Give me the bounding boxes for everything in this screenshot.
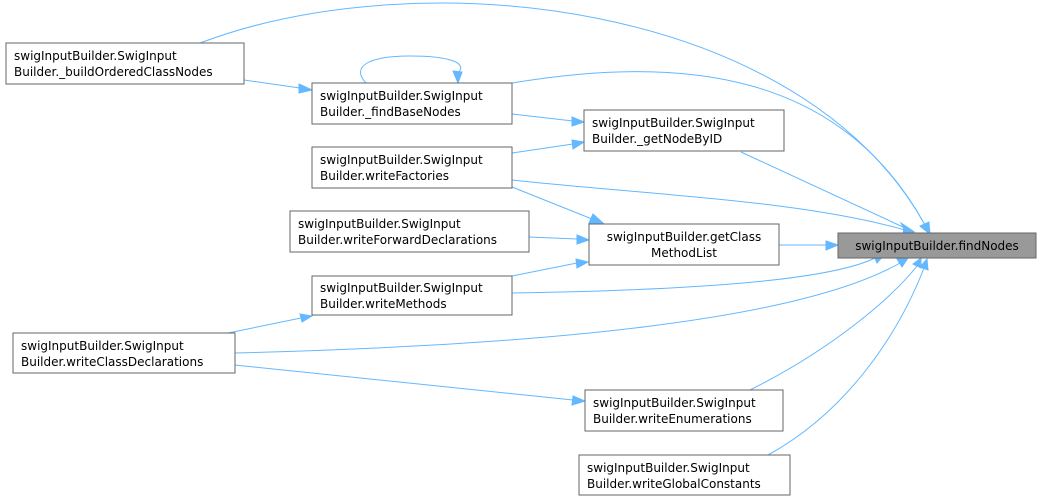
edge-buildOrderedClassNodes-to-findNodes [199,2,931,236]
node-writeForwardDeclarations-label-1: swigInputBuilder.SwigInput [298,217,461,231]
node-writeForwardDeclarations[interactable]: swigInputBuilder.SwigInput Builder.write… [289,210,530,253]
node-writeClassDeclarations[interactable]: swigInputBuilder.SwigInput Builder.write… [12,332,236,374]
node-findNodes[interactable]: swigInputBuilder.findNodes [837,232,1037,259]
node-getNodeByID-label-2: Builder._getNodeByID [592,132,722,146]
edge-writeMethods-to-getClassMethodList [511,258,590,277]
edge-writeGlobalConstants-to-findNodes [767,257,929,456]
nodes: swigInputBuilder.findNodes swigInputBuil… [5,42,1037,496]
node-writeGlobalConstants[interactable]: swigInputBuilder.SwigInput Builder.write… [578,454,791,496]
edges [199,2,931,456]
node-findBaseNodes-label-1: swigInputBuilder.SwigInput [320,89,483,103]
node-writeGlobalConstants-label-1: swigInputBuilder.SwigInput [587,461,750,475]
node-getClassMethodList-label-2: MethodList [651,246,717,260]
node-writeEnumerations-label-1: swigInputBuilder.SwigInput [593,396,756,410]
node-writeFactories-label-1: swigInputBuilder.SwigInput [320,153,483,167]
node-findBaseNodes[interactable]: swigInputBuilder.SwigInput Builder._find… [311,82,513,125]
node-findNodes-label: swigInputBuilder.findNodes [855,239,1019,253]
node-writeFactories-label-2: Builder.writeFactories [320,169,449,183]
node-writeFactories[interactable]: swigInputBuilder.SwigInput Builder.write… [311,146,513,189]
node-writeMethods-label-1: swigInputBuilder.SwigInput [320,281,483,295]
node-buildOrderedClassNodes-label-1: swigInputBuilder.SwigInput [14,49,177,63]
edge-findBaseNodes-to-findNodes [511,71,930,235]
node-writeEnumerations-label-2: Builder.writeEnumerations [593,412,752,426]
edge-getNodeByID-to-findNodes [740,151,915,232]
edge-writeFactories-to-getClassMethodList [511,186,605,224]
node-buildOrderedClassNodes[interactable]: swigInputBuilder.SwigInput Builder._buil… [5,42,245,85]
node-findBaseNodes-label-2: Builder._findBaseNodes [320,105,461,119]
node-writeEnumerations[interactable]: swigInputBuilder.SwigInput Builder.write… [584,389,784,432]
edge-writeFactories-to-getNodeByID [511,139,586,154]
node-writeForwardDeclarations-label-2: Builder.writeForwardDeclarations [298,233,497,247]
node-writeMethods[interactable]: swigInputBuilder.SwigInput Builder.write… [311,275,513,316]
edge-writeForwardDeclarations-to-getClassMethodList [528,234,591,245]
edge-writeClassDeclarations-to-writeEnumerations [234,364,587,406]
node-writeMethods-label-2: Builder.writeMethods [320,297,447,311]
node-buildOrderedClassNodes-label-2: Builder._buildOrderedClassNodes [14,65,213,79]
node-writeClassDeclarations-label-1: swigInputBuilder.SwigInput [21,339,184,353]
node-writeGlobalConstants-label-2: Builder.writeGlobalConstants [587,477,761,491]
edge-writeClassDeclarations-to-writeMethods [227,313,314,334]
node-getClassMethodList[interactable]: swigInputBuilder.getClass MethodList [588,223,780,266]
edge-findBaseNodes-to-getNodeByID [511,113,586,127]
edge-buildOrderedClassNodes-to-findBaseNodes [243,79,314,94]
edge-getClassMethodList-to-findNodes [779,240,840,251]
edge-writeEnumerations-to-findNodes [749,257,922,391]
node-getClassMethodList-label-1: swigInputBuilder.getClass [607,230,762,244]
node-writeClassDeclarations-label-2: Builder.writeClassDeclarations [21,355,203,369]
edge-findBaseNodes-self-loop [360,55,463,85]
node-getNodeByID[interactable]: swigInputBuilder.SwigInput Builder._getN… [583,109,785,152]
node-getNodeByID-label-1: swigInputBuilder.SwigInput [592,116,755,130]
